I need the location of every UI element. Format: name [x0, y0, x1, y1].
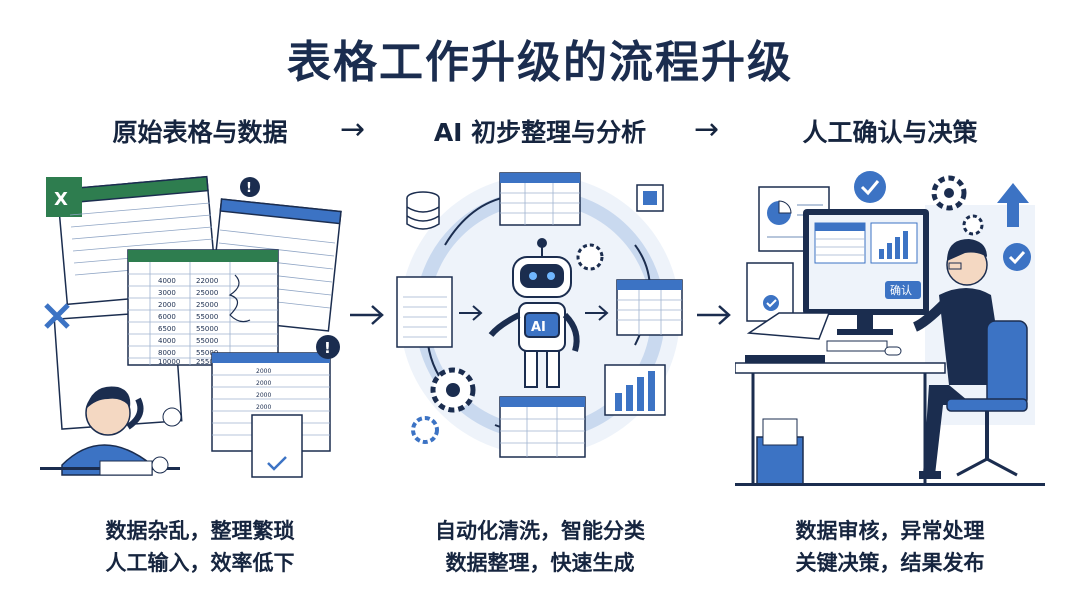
human-review-illustration: 确认 [735, 171, 1045, 486]
caption-line: 数据杂乱，整理繁琐 [105, 519, 295, 543]
caption-ai: 自动化清洗，智能分类 数据整理，快速生成 [390, 515, 690, 579]
sheet-value: 6000 [158, 313, 176, 321]
sheet-value: 55000 [196, 349, 218, 357]
flow-arrow-ai [350, 305, 384, 325]
stage-title-raw: 原始表格与数据 [112, 118, 288, 147]
raw-spreadsheets-illustration: X 4000 3000 2000 6000 6500 4000 8000 100… [40, 175, 342, 478]
stage-title-ai: AI 初步整理与分析 [433, 118, 647, 147]
sheet-small-value: 2000 [256, 392, 271, 399]
confirm-button-label: 确认 [890, 284, 912, 297]
caption-line: 人工输入，效率低下 [105, 551, 295, 575]
database-icon [406, 191, 440, 230]
sheet-value: 25000 [196, 301, 218, 309]
caption-human: 数据审核，异常处理 关键决策，结果发布 [740, 515, 1040, 579]
alert-icon [316, 335, 340, 359]
svg-text:!: ! [246, 181, 252, 196]
sheet-value: 55000 [196, 325, 218, 333]
sheet-value: 3000 [158, 289, 176, 297]
sheet-value: 4000 [158, 337, 176, 345]
stage-title-human: 人工确认与决策 [802, 118, 978, 147]
caption-line: 关键决策，结果发布 [795, 551, 985, 575]
confirm-button[interactable] [885, 281, 921, 299]
caption-line: 数据整理，快速生成 [445, 551, 635, 575]
sheet-value: 25500 [196, 358, 218, 366]
alert-icon [240, 177, 260, 197]
page-title: 表格工作升级的流程升级 [287, 37, 793, 88]
caption-raw: 数据杂乱，整理繁琐 人工输入，效率低下 [50, 515, 350, 579]
sheet-value: 22000 [196, 277, 218, 285]
sheet-value: 6500 [158, 325, 176, 333]
gear-icon [962, 214, 984, 236]
caption-line: 数据审核，异常处理 [795, 519, 985, 543]
flow-arrow-1: → [340, 112, 366, 147]
error-x-icon [44, 303, 70, 329]
up-arrow-icon [997, 183, 1029, 227]
svg-text:!: ! [324, 339, 331, 357]
sheet-small-value: 2000 [256, 380, 271, 387]
check-icon [763, 295, 779, 311]
check-circle-icon [1003, 243, 1031, 271]
check-circle-icon [854, 171, 886, 203]
flow-arrow-2: → [694, 112, 720, 147]
sheet-value: 8000 [158, 349, 176, 357]
caption-line: 自动化清洗，智能分类 [435, 519, 645, 543]
gear-icon [411, 416, 439, 444]
flow-arrow-human [697, 305, 731, 325]
svg-text:X: X [54, 189, 68, 210]
sheet-value: 4000 [158, 277, 176, 285]
sheet-value: 55000 [196, 337, 218, 345]
sheet-value: 10000 [158, 358, 180, 366]
sheet-small-value: 2000 [256, 368, 271, 375]
ai-processing-cycle-illustration: AI [396, 172, 683, 458]
sheet-small-value: 2000 [256, 404, 271, 411]
sheet-value: 25000 [196, 289, 218, 297]
sheet-value: 55000 [196, 313, 218, 321]
gear-icon [576, 243, 604, 271]
robot-chest-label: AI [531, 320, 546, 335]
sheet-value: 2000 [158, 301, 176, 309]
bar-chart-icon [604, 364, 666, 416]
robot [488, 238, 580, 388]
